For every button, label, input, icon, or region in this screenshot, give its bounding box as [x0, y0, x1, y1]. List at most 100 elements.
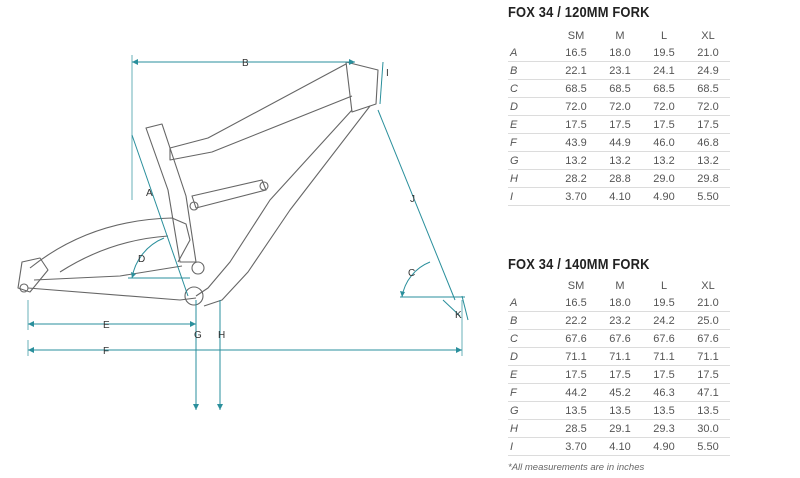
table-cell: 72.0: [598, 97, 642, 116]
table-cell: 13.2: [598, 151, 642, 170]
table-cell: 24.9: [686, 61, 730, 80]
table-cell: 5.50: [686, 187, 730, 206]
table-cell: 19.5: [642, 44, 686, 62]
table-cell: 68.5: [554, 79, 598, 98]
seat-tube: [145, 123, 197, 263]
table-cell: 13.5: [686, 401, 730, 420]
table-cell: 72.0: [686, 97, 730, 116]
table-cell: 71.1: [686, 347, 730, 366]
row-label: F: [508, 383, 554, 402]
table-cell: 4.90: [642, 437, 686, 456]
table-cell: 13.2: [686, 151, 730, 170]
table-cell: 28.2: [554, 169, 598, 188]
rear-axle: [19, 283, 29, 293]
table-cell: 25.0: [686, 311, 730, 330]
table-cell: 72.0: [554, 97, 598, 116]
table-cell: 24.2: [642, 311, 686, 330]
table-cell: 28.8: [598, 169, 642, 188]
shock-pivot: [189, 201, 199, 211]
table-cell: 19.5: [642, 294, 686, 312]
row-label: H: [508, 169, 554, 188]
table-cell: 17.5: [598, 115, 642, 134]
table-cell: 21.0: [686, 44, 730, 62]
table-cell: 67.6: [598, 329, 642, 348]
down-tube: [195, 105, 371, 307]
dim-label-c: C: [408, 268, 415, 279]
bike-frame: [17, 61, 379, 307]
table-cell: 67.6: [686, 329, 730, 348]
table-cell: 17.5: [642, 115, 686, 134]
table-cell: 68.5: [642, 79, 686, 98]
dim-label-g: G: [194, 330, 202, 341]
table-cell: 28.5: [554, 419, 598, 438]
row-label: B: [508, 61, 554, 80]
table-cell: 17.5: [642, 365, 686, 384]
table-title-140mm: FOX 34 / 140MM FORK: [508, 256, 650, 273]
table-cell: 3.70: [554, 437, 598, 456]
row-label: C: [508, 329, 554, 348]
upper-pivot: [259, 181, 269, 191]
table-cell: 4.10: [598, 437, 642, 456]
table-cell: 17.5: [554, 115, 598, 134]
seat-stay: [29, 217, 191, 273]
row-label: A: [508, 294, 554, 312]
table-cell: 17.5: [686, 365, 730, 384]
row-label: D: [508, 97, 554, 116]
table-cell: 44.9: [598, 133, 642, 152]
table-cell: 17.5: [598, 365, 642, 384]
row-label: C: [508, 79, 554, 98]
dimension-arrows: [28, 59, 462, 410]
table-title-120mm: FOX 34 / 120MM FORK: [508, 4, 650, 21]
table-cell: 4.90: [642, 187, 686, 206]
table-cell: 29.1: [598, 419, 642, 438]
table-cell: 22.2: [554, 311, 598, 330]
dim-line-k: [442, 299, 461, 317]
table-cell: 67.6: [642, 329, 686, 348]
column-header: M: [615, 29, 625, 42]
dim-arc-c: [401, 261, 431, 298]
table-cell: 71.1: [598, 347, 642, 366]
row-label: E: [508, 365, 554, 384]
row-label: I: [508, 187, 554, 206]
table-cell: 46.3: [642, 383, 686, 402]
dim-label-e: E: [103, 320, 110, 331]
table-cell: 18.0: [598, 44, 642, 62]
table-cell: 71.1: [554, 347, 598, 366]
table-cell: 21.0: [686, 294, 730, 312]
dim-label-f: F: [103, 346, 109, 357]
measurement-note: *All measurements are in inches: [508, 462, 645, 473]
table-cell: 67.6: [554, 329, 598, 348]
column-header: XL: [701, 29, 715, 42]
table-cell: 68.5: [686, 79, 730, 98]
bottom-bracket: [184, 286, 204, 306]
table-header-row: SM M L XL: [508, 277, 730, 294]
dim-line-i: [379, 61, 384, 105]
table-cell: 13.2: [554, 151, 598, 170]
table-cell: 47.1: [686, 383, 730, 402]
dim-label-b: B: [242, 58, 249, 69]
row-label: H: [508, 419, 554, 438]
row-label: G: [508, 401, 554, 420]
table-cell: 29.0: [642, 169, 686, 188]
dim-label-a: A: [146, 188, 153, 199]
table-cell: 71.1: [642, 347, 686, 366]
table-cell: 16.5: [554, 294, 598, 312]
table-cell: 43.9: [554, 133, 598, 152]
chain-stay: [27, 265, 197, 301]
top-tube: [169, 63, 353, 161]
table-cell: 23.1: [598, 61, 642, 80]
table-cell: 22.1: [554, 61, 598, 80]
